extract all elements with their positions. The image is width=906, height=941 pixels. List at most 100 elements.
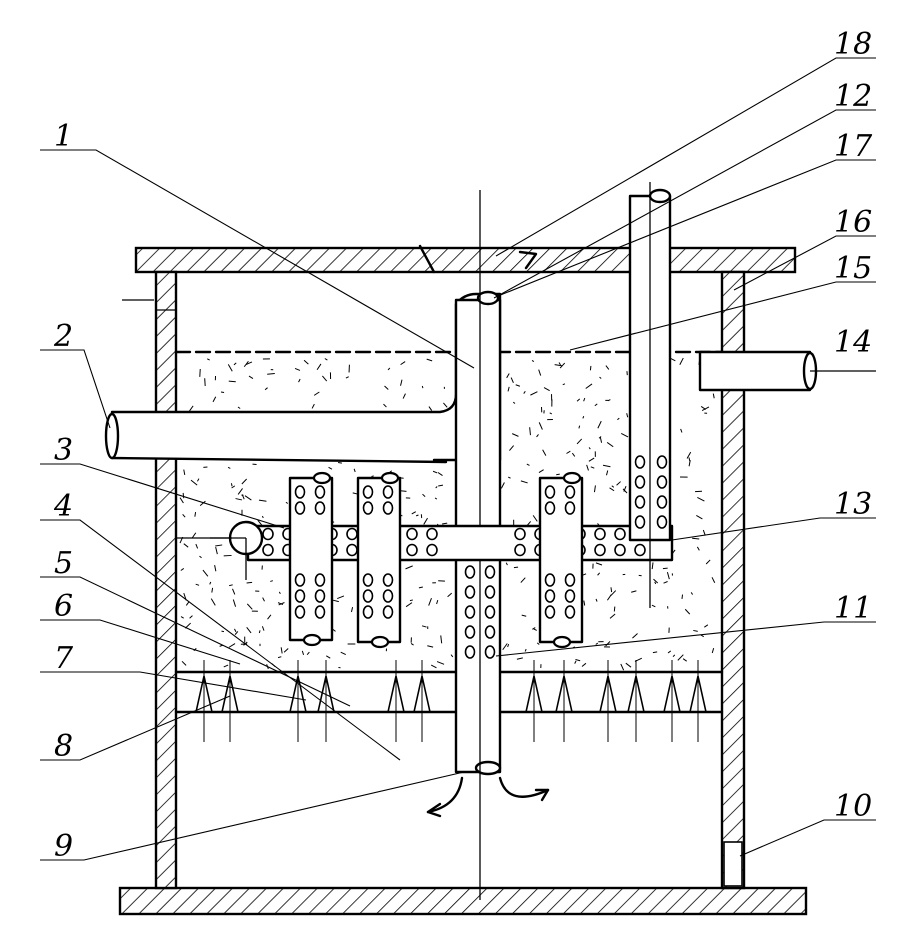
label-17: 17 bbox=[834, 129, 873, 164]
sand-speck bbox=[450, 654, 454, 658]
sand-speck bbox=[199, 555, 202, 559]
sand-speck bbox=[538, 422, 543, 430]
label-4: 4 bbox=[53, 489, 73, 524]
sand-speck bbox=[211, 587, 214, 593]
sand-speck bbox=[277, 602, 284, 606]
sand-speck bbox=[508, 476, 511, 479]
sand-speck bbox=[530, 391, 538, 396]
sand-speck bbox=[590, 466, 595, 469]
sand-speck bbox=[585, 383, 593, 389]
sand-speck bbox=[235, 498, 243, 501]
sand-speck bbox=[631, 590, 637, 593]
sand-speck bbox=[180, 568, 185, 571]
sand-speck bbox=[653, 578, 659, 584]
hole bbox=[514, 527, 526, 541]
hole bbox=[656, 515, 668, 529]
sand-speck bbox=[711, 577, 716, 584]
hole bbox=[314, 605, 326, 619]
sand-speck bbox=[426, 358, 433, 362]
sand-speck bbox=[442, 522, 448, 525]
sand-speck bbox=[261, 626, 265, 631]
sand-speck bbox=[554, 364, 562, 367]
sand-speck bbox=[602, 464, 611, 468]
hole bbox=[382, 573, 394, 587]
hole bbox=[362, 605, 374, 619]
sand-speck bbox=[605, 641, 611, 647]
central-pipe-top bbox=[476, 290, 500, 306]
hole bbox=[634, 495, 646, 509]
sand-speck bbox=[246, 626, 252, 634]
left-wall bbox=[154, 270, 178, 890]
right-wall-notch bbox=[723, 841, 743, 887]
sand-speck bbox=[189, 405, 194, 412]
sand-speck bbox=[234, 628, 237, 633]
sand-speck bbox=[383, 403, 387, 408]
hole bbox=[382, 589, 394, 603]
sand-speck bbox=[696, 546, 700, 551]
hole bbox=[426, 543, 438, 557]
sand-speck bbox=[294, 367, 301, 371]
sand-speck bbox=[340, 651, 346, 656]
label-12: 12 bbox=[834, 79, 872, 114]
sand-speck bbox=[182, 513, 186, 518]
inlet-pipe bbox=[110, 292, 502, 464]
sand-speck bbox=[436, 661, 445, 665]
sand-speck bbox=[606, 470, 609, 476]
label-10: 10 bbox=[834, 789, 872, 824]
sand-speck bbox=[625, 662, 632, 668]
sand-speck bbox=[532, 515, 538, 522]
sand-speck bbox=[435, 486, 438, 489]
hole bbox=[314, 501, 326, 515]
sand-speck bbox=[670, 357, 676, 362]
hole bbox=[544, 605, 556, 619]
sand-speck bbox=[616, 481, 621, 486]
sand-speck bbox=[599, 437, 603, 443]
sand-speck bbox=[227, 364, 233, 372]
sand-speck bbox=[597, 420, 602, 429]
sand-speck bbox=[421, 385, 424, 389]
sand-speck bbox=[285, 501, 289, 504]
outlet-flow-arrow-left bbox=[426, 776, 464, 814]
sand-speck bbox=[258, 630, 261, 634]
sand-speck bbox=[594, 403, 598, 407]
sand-speck bbox=[576, 398, 581, 402]
sand-speck bbox=[536, 642, 540, 645]
sand-speck bbox=[185, 601, 190, 606]
sand-speck bbox=[521, 614, 527, 617]
sand-speck bbox=[190, 479, 198, 486]
hole bbox=[514, 543, 526, 557]
sand-speck bbox=[515, 384, 521, 387]
sand-speck bbox=[606, 594, 612, 601]
sand-speck bbox=[506, 373, 510, 379]
sand-speck bbox=[595, 642, 599, 645]
sand-speck bbox=[400, 379, 403, 386]
sand-speck bbox=[179, 497, 184, 504]
hole bbox=[314, 589, 326, 603]
sand-speck bbox=[705, 559, 711, 565]
sand-speck bbox=[246, 581, 253, 584]
branch-pipe-bottom bbox=[552, 635, 572, 649]
sand-speck bbox=[418, 586, 423, 589]
sand-speck bbox=[507, 643, 510, 648]
cover-plate bbox=[134, 246, 797, 274]
sand-speck bbox=[529, 427, 531, 436]
sand-speck bbox=[538, 469, 544, 473]
hole bbox=[544, 501, 556, 515]
hole bbox=[346, 543, 358, 557]
sand-speck bbox=[509, 445, 515, 451]
sand-speck bbox=[324, 358, 328, 361]
sand-speck bbox=[210, 598, 216, 606]
hole bbox=[544, 573, 556, 587]
hole bbox=[634, 475, 646, 489]
sand-speck bbox=[583, 600, 586, 606]
sand-speck bbox=[711, 647, 715, 654]
sand-speck bbox=[278, 591, 281, 595]
label-7: 7 bbox=[54, 641, 74, 676]
sand-speck bbox=[598, 436, 602, 439]
sand-speck bbox=[576, 438, 583, 445]
sand-speck bbox=[214, 565, 217, 572]
sand-speck bbox=[531, 359, 535, 362]
hole bbox=[564, 485, 576, 499]
sand-speck bbox=[597, 572, 601, 576]
